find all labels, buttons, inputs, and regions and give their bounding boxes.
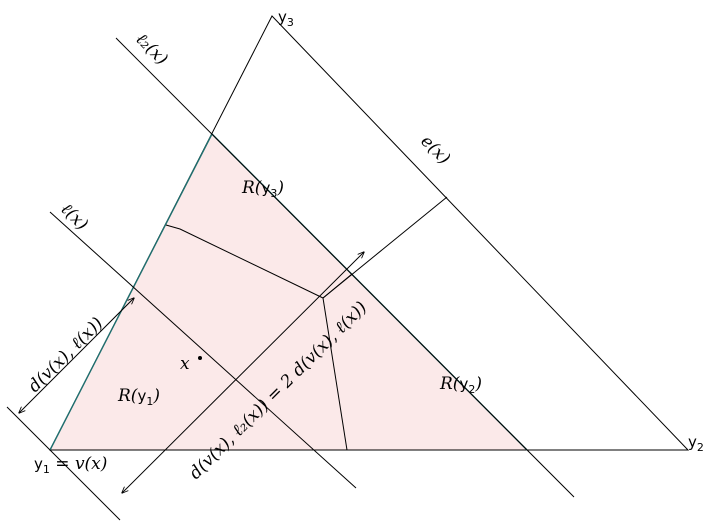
dimension-arrow-2 [122,252,364,493]
region-label-r1: R(y1) [117,386,160,408]
dimension-arrow-1 [19,298,134,413]
vertex-label-y1: y1 = v(x) [34,454,107,476]
vertex-label-y2: y2 [688,433,704,454]
line-label-l2: ℓ₂(x) [131,29,171,69]
dimension-tick-2 [49,449,121,521]
vertex-label-y3: y3 [278,8,294,29]
point-x [198,356,202,360]
region-label-r3: R(y3) [241,178,284,200]
point-label-x: x [180,354,190,374]
line-label-e: e(x) [416,131,453,168]
line-label-l: ℓ(x) [56,199,91,234]
dimension-tick-1 [6,406,51,451]
region-label-r2: R(y2) [439,374,482,396]
